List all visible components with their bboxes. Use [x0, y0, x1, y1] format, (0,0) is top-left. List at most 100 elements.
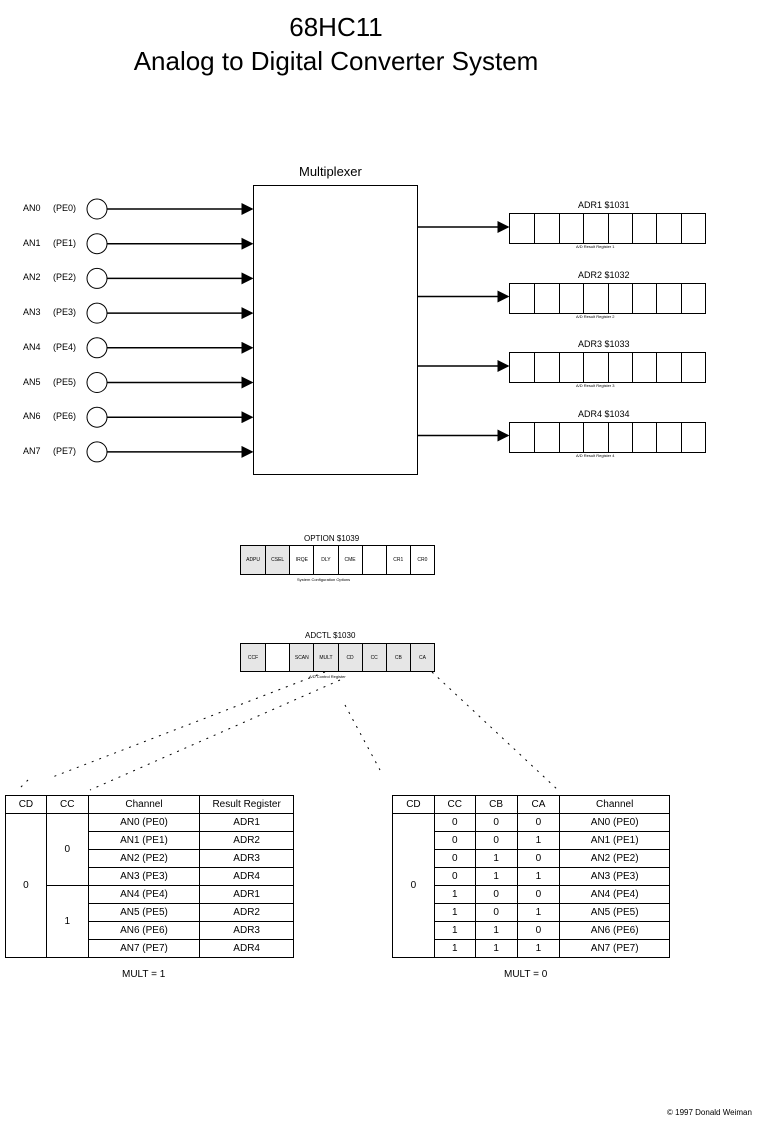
- result-register-bit: [656, 214, 680, 243]
- mult1-caption: MULT = 1: [122, 969, 166, 980]
- mult0-bit-cell: 1: [474, 939, 518, 958]
- mult1-result-cell: ADR4: [199, 867, 294, 886]
- adctl-bit-scan: SCAN: [289, 644, 314, 671]
- title-line-2: Analog to Digital Converter System: [133, 46, 539, 76]
- input-label-pe7: (PE7): [53, 445, 77, 456]
- input-label-an7: AN7: [23, 445, 41, 456]
- input-label-pe2: (PE2): [53, 272, 77, 283]
- input-label-pe5: (PE5): [53, 376, 77, 387]
- result-register-name-4: ADR4 $1034: [578, 408, 630, 419]
- result-register-bit: [534, 214, 558, 243]
- input-pin-circle-7: [86, 441, 108, 463]
- result-register-bit: [534, 283, 558, 313]
- mult0-header-ca: CA: [516, 795, 561, 814]
- table-row: AN1 (PE1)ADR2: [6, 831, 294, 850]
- result-register-bit: [680, 283, 705, 313]
- mult1-result-cell: ADR2: [199, 831, 294, 850]
- mult0-bit-cell: 1: [474, 867, 518, 886]
- mult0-bit-cell: 0: [474, 885, 518, 904]
- adctl-bit-cb: CB: [385, 644, 410, 671]
- mult0-bit-cell: 1: [516, 831, 561, 850]
- mult1-result-cell: ADR3: [199, 849, 294, 868]
- result-register-bit: [631, 214, 656, 243]
- mult0-bit-cell: 1: [516, 867, 561, 886]
- result-register-bit: [583, 283, 607, 313]
- mult1-header-cd: CD: [5, 795, 47, 814]
- result-register-box-2: [509, 282, 706, 314]
- mult1-channel-cell: AN0 (PE0): [87, 813, 201, 832]
- mult0-bit-cell: 1: [433, 885, 476, 904]
- mult0-bit-cell: 0: [516, 849, 561, 868]
- input-pin-circle-3: [86, 302, 108, 324]
- input-label-an6: AN6: [23, 411, 41, 422]
- result-register-bit: [534, 422, 558, 452]
- input-label-pe6: (PE6): [53, 411, 77, 422]
- mult0-channel-cell: AN4 (PE4): [559, 885, 670, 904]
- mult0-bit-cell: 1: [474, 849, 518, 868]
- mult0-cd-value: 0: [392, 813, 435, 958]
- result-register-caption-4: A/D Result Register 4: [576, 452, 615, 458]
- input-label-an0: AN0: [23, 203, 41, 213]
- copyright: © 1997 Donald Weiman: [667, 1108, 752, 1117]
- mult0-header-cb: CB: [474, 795, 518, 814]
- mult1-cd-value: 0: [5, 813, 47, 958]
- result-register-name-3: ADR3 $1033: [578, 339, 630, 349]
- option-bit-adpu: ADPU: [241, 546, 266, 574]
- mult1-header-cc: CC: [45, 795, 89, 814]
- result-register-bit: [558, 283, 583, 313]
- result-register-bit: [534, 353, 558, 382]
- adctl-bit-ca: CA: [409, 644, 434, 671]
- input-label-pe3: (PE3): [53, 307, 77, 318]
- result-register-bit: [680, 353, 705, 382]
- input-label-an1: AN1: [23, 237, 41, 248]
- result-register-caption-1: A/D Result Register 1: [576, 244, 615, 249]
- mult0-bit-cell: 0: [433, 831, 476, 850]
- adctl-bit-ccf: CCF: [241, 644, 266, 671]
- mult0-bit-cell: 0: [433, 867, 476, 886]
- result-register-bit: [583, 353, 607, 382]
- result-register-bit: [607, 422, 632, 452]
- input-label-pe0: (PE0): [53, 203, 77, 213]
- option-register-name: OPTION $1039: [304, 534, 360, 543]
- table-row: AN7 (PE7)ADR4: [6, 939, 294, 958]
- multiplexer-box: [253, 185, 418, 475]
- result-register-bit: [510, 214, 534, 243]
- mult0-bit-cell: 0: [474, 903, 518, 922]
- result-register-box-1: [509, 213, 706, 244]
- result-register-bit: [656, 422, 680, 452]
- mult0-bit-cell: 0: [516, 921, 561, 940]
- result-register-bit: [680, 422, 705, 452]
- result-register-bit: [631, 353, 656, 382]
- mult1-header-result: Result Register: [199, 795, 294, 814]
- mult1-channel-cell: AN2 (PE2): [87, 849, 201, 868]
- mult0-bit-cell: 1: [516, 903, 561, 922]
- input-label-an3: AN3: [23, 307, 41, 318]
- mult0-header-cd: CD: [392, 795, 435, 814]
- input-label-an5: AN5: [23, 376, 41, 387]
- result-register-bit: [558, 214, 583, 243]
- result-register-name-2: ADR2 $1032: [578, 269, 630, 280]
- input-pin-circle-6: [86, 406, 108, 428]
- dotted-leaders: [17, 671, 559, 791]
- result-register-bit: [510, 353, 534, 382]
- input-label-pe4: (PE4): [53, 341, 77, 352]
- mult1-channel-cell: AN1 (PE1): [87, 831, 201, 850]
- mult0-channel-cell: AN1 (PE1): [559, 831, 670, 850]
- result-register-caption-2: A/D Result Register 2: [576, 313, 615, 319]
- mult0-bit-cell: 0: [516, 885, 561, 904]
- adctl-bit-cc: CC: [361, 644, 386, 671]
- mult1-cc-value: 1: [45, 885, 89, 958]
- multiplexer-label: Multiplexer: [299, 164, 362, 179]
- adctl-register-name: ADCTL $1030: [305, 631, 356, 640]
- adctl-register-caption: A/D Control Register: [309, 674, 346, 679]
- result-register-caption-3: A/D Result Register 3: [576, 383, 615, 388]
- mult1-result-cell: ADR3: [199, 921, 294, 940]
- mult1-channel-cell: AN7 (PE7): [87, 939, 201, 958]
